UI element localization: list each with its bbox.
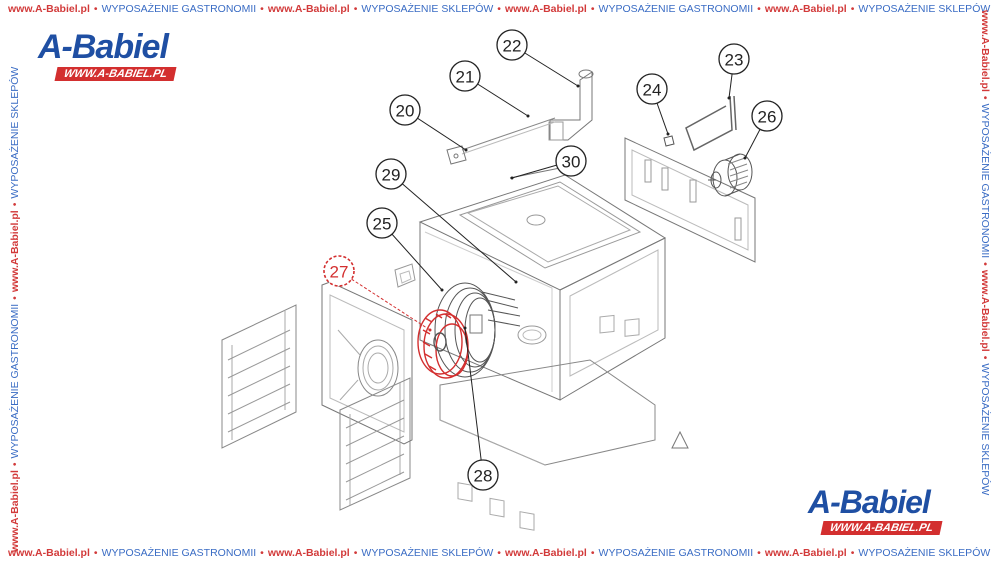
watermark-site: www.A-Babiel.pl — [504, 3, 587, 15]
callout-26[interactable]: 26 — [751, 100, 783, 132]
watermark-site: www.A-Babiel.pl — [764, 547, 847, 559]
watermark-category: WYPOSAŻENIE SKLEPÓW — [361, 3, 494, 15]
watermark-category: WYPOSAŻENIE GASTRONOMII — [101, 3, 257, 15]
watermark-site: www.A-Babiel.pl — [267, 547, 350, 559]
callout-label: 25 — [373, 215, 392, 234]
callout-29[interactable]: 29 — [375, 158, 407, 190]
callout-circle — [467, 459, 499, 491]
watermark-site: www.A-Babiel.pl — [8, 3, 90, 15]
watermark-category: WYPOSAŻENIE SKLEPÓW — [361, 547, 494, 559]
rack-right — [339, 377, 411, 511]
leader-end-21 — [526, 114, 530, 118]
callout-label: 23 — [725, 51, 744, 70]
callout-label: 24 — [643, 81, 662, 100]
fan-guard-panel — [321, 281, 413, 445]
callout-circle — [366, 207, 398, 239]
tube-and-sensor — [446, 117, 556, 165]
callout-27[interactable]: 27 — [323, 255, 355, 287]
clip — [663, 135, 675, 147]
callout-circle — [389, 94, 421, 126]
callout-circle — [323, 255, 355, 287]
callout-circle — [555, 145, 587, 177]
callout-24[interactable]: 24 — [636, 73, 668, 105]
watermark-category: WYPOSAŻENIE GASTRONOMII — [101, 547, 257, 559]
watermark-category: WYPOSAŻENIE GASTRONOMII — [598, 547, 754, 559]
rack-left — [221, 304, 297, 449]
leader-end-27 — [428, 328, 432, 332]
leader-end-29 — [514, 280, 518, 284]
rear-panel — [624, 137, 756, 263]
leader-end-28 — [463, 326, 467, 330]
watermark-site: www.A-Babiel.pl — [267, 3, 350, 15]
callout-25[interactable]: 25 — [366, 207, 398, 239]
callout-label: 21 — [456, 68, 475, 87]
brand-logo-top[interactable]: A-Babiel WWW.A-BABIEL.PL — [38, 28, 177, 82]
watermark-category: WYPOSAŻENIE SKLEPÓW — [858, 547, 991, 559]
callout-30[interactable]: 30 — [555, 145, 587, 177]
steam-pipe — [548, 69, 594, 141]
callout-circle — [751, 100, 783, 132]
callout-label: 26 — [758, 108, 777, 127]
callout-label: 30 — [562, 153, 581, 172]
callout-circle — [496, 29, 528, 61]
callout-label: 27 — [330, 263, 349, 282]
leader-end-22 — [576, 84, 580, 88]
callouts: 20 21 22 23 24 25 26 27 28 29 30 — [323, 29, 783, 491]
callout-circle — [375, 158, 407, 190]
heating-element — [434, 282, 521, 378]
watermark-category: WYPOSAŻENIE GASTRONOMII — [598, 3, 754, 15]
brand-logo-bottom[interactable]: A-Babiel WWW.A-BABIEL.PL — [808, 484, 943, 536]
bracket — [685, 95, 733, 152]
callout-21[interactable]: 21 — [449, 60, 481, 92]
watermark-bottom: www.A-Babiel.pl•WYPOSAŻENIE GASTRONOMII•… — [8, 547, 991, 559]
callout-label: 29 — [382, 166, 401, 185]
leader-end-20 — [464, 148, 468, 152]
callout-circle — [718, 43, 750, 75]
callout-label: 28 — [474, 467, 493, 486]
base-panel — [439, 314, 689, 531]
callout-20[interactable]: 20 — [389, 94, 421, 126]
fan-wheel-highlighted — [417, 309, 469, 379]
oven-body — [394, 174, 667, 401]
logo-name: A-Babiel — [808, 484, 931, 520]
leader-end-30 — [510, 176, 514, 180]
callout-23[interactable]: 23 — [718, 43, 750, 75]
callout-22[interactable]: 22 — [496, 29, 528, 61]
watermark-category: WYPOSAŻENIE SKLEPÓW — [858, 3, 991, 15]
leader-line-29 — [390, 173, 517, 283]
callout-label: 20 — [396, 102, 415, 121]
callout-circle — [636, 73, 668, 105]
watermark-top: www.A-Babiel.pl•WYPOSAŻENIE GASTRONOMII•… — [8, 3, 991, 15]
watermark-site: www.A-Babiel.pl — [504, 547, 587, 559]
callout-circle — [449, 60, 481, 92]
motor — [708, 153, 753, 197]
leader-line-27 — [338, 270, 431, 331]
leader-end-26 — [743, 156, 747, 160]
watermark-site: www.A-Babiel.pl — [8, 547, 90, 559]
callout-label: 22 — [503, 37, 522, 56]
leader-end-24 — [666, 132, 670, 136]
leader-end-25 — [440, 288, 444, 292]
watermark-site: www.A-Babiel.pl — [764, 3, 847, 15]
leader-end-23 — [727, 96, 731, 100]
callout-28[interactable]: 28 — [467, 459, 499, 491]
logo-name: A-Babiel — [38, 28, 169, 66]
leader-line-28 — [464, 327, 484, 476]
